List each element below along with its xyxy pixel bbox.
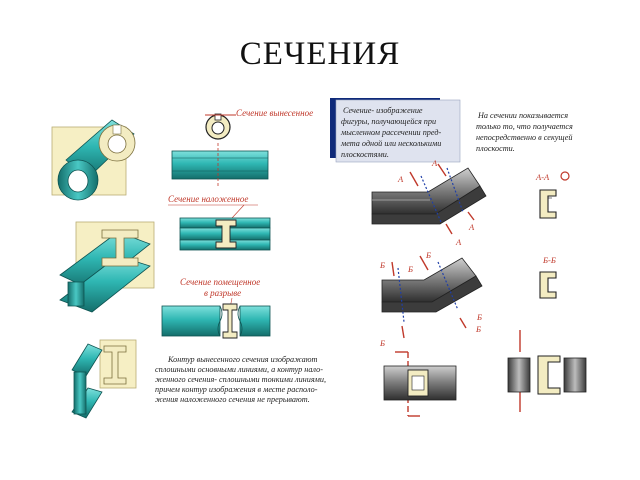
note-top-line-1: На сечении показывается [477,111,568,120]
bent-part-section-b: Б Б Б Б Б Б [379,250,483,348]
section-a-a-result: А-А [535,171,570,219]
mark-a-1: А [397,174,404,184]
i-beam-3d-illustration [59,221,155,313]
section-b-b-label: Б-Б [542,255,556,265]
note-top-line-4: плоскости. [476,144,515,153]
page-title: СЕЧЕНИЯ [239,36,401,72]
superimposed-section-example: Сечение наложенное [168,194,271,251]
note-bottom-line-4: причем контур изображения в месте распол… [155,385,318,394]
note-bottom-line-1: Контур вынесенного сечения изображают [167,355,317,364]
section-a-a-label: А-А [535,172,550,182]
removed-section-example: Сечение вынесенное [171,108,313,186]
mark-b-6: Б [379,338,385,348]
mark-b-4: Б [476,312,482,322]
mark-b-2: Б [407,264,413,274]
note-top-line-2: только то, что получается [476,122,573,131]
mark-b-1: Б [379,260,385,270]
definition-line-1: Сечение- изображение [343,106,423,115]
channel-3d-illustration [71,339,137,419]
mark-a-4: А [468,222,475,232]
definition-line-2: фигуры, получающейся при [341,117,436,126]
mark-a-2: А [431,158,438,168]
definition-box: Сечение- изображение фигуры, получающейс… [330,98,461,163]
mark-b-3: Б [425,250,431,260]
definition-line-3: мысленном рассечении пред- [340,128,441,137]
note-bottom-line-5: жения наложенного сечения не прерывают. [155,395,310,404]
mark-b-5: Б [475,324,481,334]
pipe-3d-illustration [51,119,136,201]
bottom-note: Контур вынесенного сечения изображают сп… [155,355,326,404]
in-break-section-example: Сечение помещенное в разрыве [161,277,271,339]
bent-part-section-a: А А А А [371,158,487,247]
definition-line-5: плоскостями. [341,150,389,159]
note-bottom-line-3: женного сечения- сплошными тонкими линия… [155,375,326,384]
in-break-section-label-1: Сечение помещенное [180,277,260,287]
note-bottom-line-2: сплошными основными линиями, а контур на… [155,365,323,374]
superimposed-section-label: Сечение наложенное [168,194,248,204]
note-top-line-3: непосредственно в секущей [476,133,573,142]
in-break-section-label-2: в разрыве [204,288,241,298]
straight-part-removed-section [507,330,587,412]
mark-a-3: А [455,237,462,247]
straight-part-with-cut [383,351,457,417]
removed-section-label: Сечение вынесенное [236,108,313,118]
top-note: На сечении показывается только то, что п… [476,111,573,153]
definition-line-4: мета одной или несколькими [340,139,441,148]
section-b-b-result: Б-Б [539,255,557,299]
